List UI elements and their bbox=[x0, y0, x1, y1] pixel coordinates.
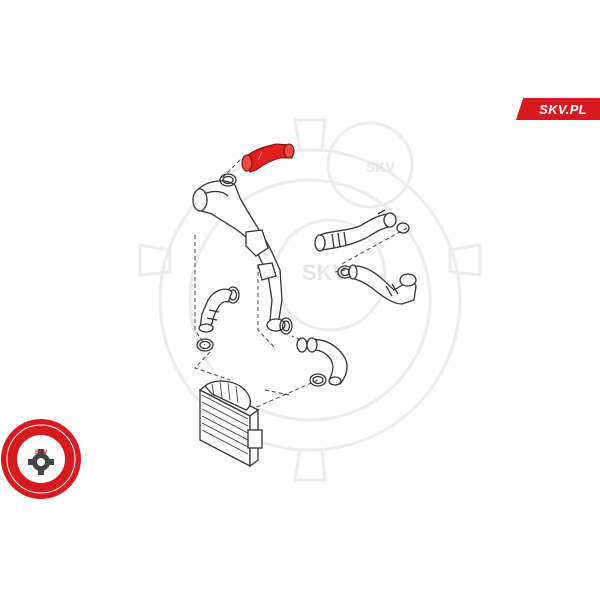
skv-seal-logo: SKV bbox=[1, 419, 81, 499]
brand-site-label: SKV.PL bbox=[539, 102, 587, 117]
watermark-text: SKV bbox=[366, 159, 395, 175]
lower-left-hose bbox=[198, 288, 233, 333]
seal-center-text: SKV bbox=[35, 450, 47, 456]
right-hose bbox=[348, 264, 417, 305]
lower-middle-hose bbox=[306, 337, 348, 386]
intercooler bbox=[198, 380, 263, 468]
gear-watermark-icon bbox=[138, 118, 482, 482]
charge-air-pipe bbox=[192, 180, 286, 332]
watermark-text-center: SKV bbox=[302, 260, 348, 285]
charge-air-hose-highlighted bbox=[241, 143, 295, 173]
upper-right-hose bbox=[314, 209, 397, 252]
